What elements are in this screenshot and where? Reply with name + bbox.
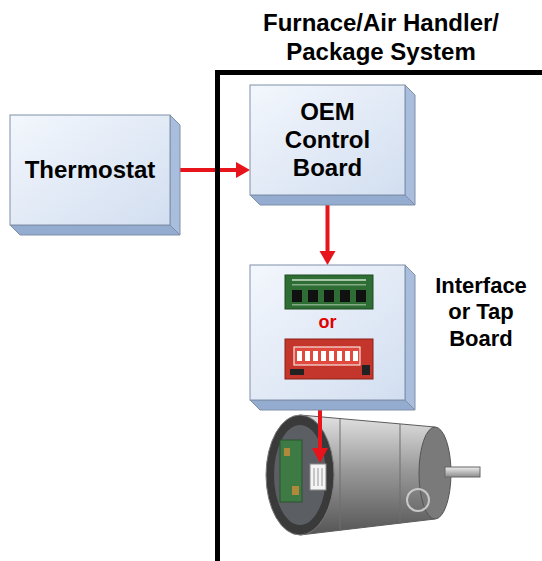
box-side [405, 265, 415, 410]
box-bottom [250, 400, 415, 410]
thermostat-box: Thermostat [10, 115, 170, 225]
tap-board-box: Interface or Tap Boardor [250, 265, 405, 400]
enclosure-heading: Furnace/Air Handler/ Package System [250, 9, 512, 66]
box-label: Thermostat [25, 156, 156, 184]
control-board-box: OEM Control Board [250, 85, 405, 195]
box-label: OEM Control Board [263, 98, 393, 183]
arrow-head [320, 251, 336, 265]
board-heading: Interface or Tap Board [425, 273, 537, 352]
motor-shaft [445, 467, 480, 477]
box-bottom [10, 225, 180, 235]
alternative-word: or [250, 312, 405, 333]
box-side [405, 85, 415, 205]
box-side [170, 115, 180, 235]
box-face [250, 265, 405, 400]
arrow-head [236, 162, 250, 178]
box-face [10, 115, 170, 225]
tap-board-illustrations [250, 265, 405, 400]
dip-switch-board [285, 339, 373, 379]
box-bottom [250, 195, 415, 205]
system-enclosure: Furnace/Air Handler/ Package SystemOEM C… [215, 70, 542, 561]
box-face [250, 85, 405, 195]
motor-end-cutaway [266, 415, 334, 535]
jumper-board [285, 275, 373, 309]
flow-arrow [170, 162, 250, 178]
